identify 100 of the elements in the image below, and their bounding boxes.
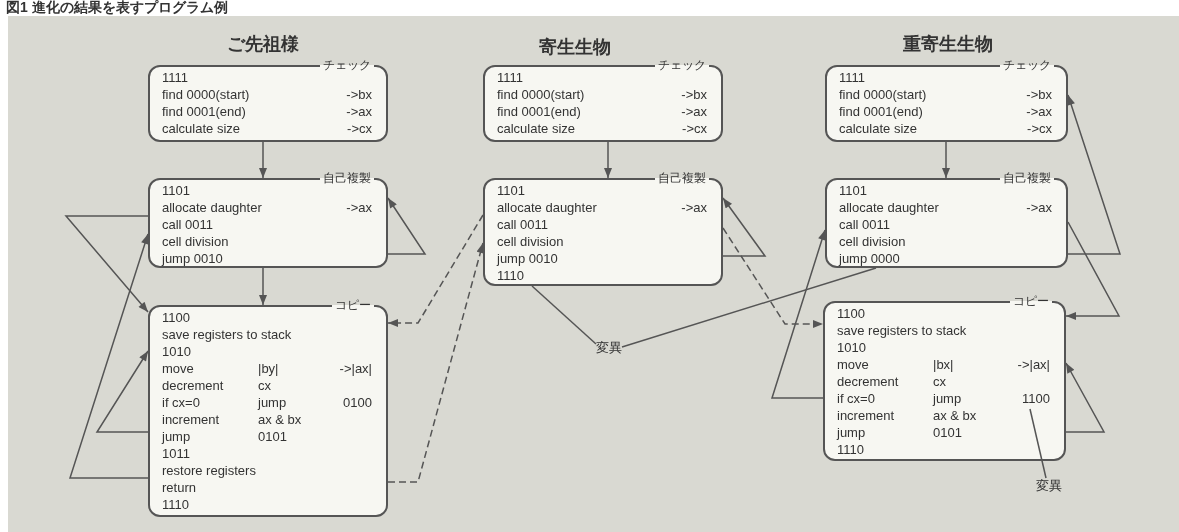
code-text: ->cx (682, 121, 707, 137)
code-text: increment (837, 408, 895, 424)
code-text: 0100 (343, 395, 372, 411)
section-label: 自己複製 (320, 170, 374, 186)
callout-label: 変異 (1036, 478, 1062, 494)
code-text: 1100 (1022, 391, 1050, 407)
code-text: find 0001(end) (162, 104, 246, 120)
section-label: 自己複製 (1000, 170, 1054, 186)
code-text: ->|ax| (1017, 357, 1050, 373)
code-text: ->bx (1026, 87, 1052, 103)
code-text: calculate size (839, 121, 918, 137)
code-text: 1010 (837, 340, 866, 356)
leader-line (1029, 408, 1047, 479)
code-text: move (837, 357, 869, 373)
code-text: increment (162, 412, 220, 428)
arrow (259, 141, 267, 179)
code-text: ->ax (681, 104, 707, 120)
code-text: cell division (839, 234, 906, 250)
arrow (1065, 221, 1121, 320)
figure-title: 図1 進化の結果を表すプログラム例 (6, 0, 228, 15)
code-text: calculate size (497, 121, 576, 137)
code-text: 1111 (162, 70, 189, 86)
code-text: jump (258, 395, 287, 411)
code-text: |by| (258, 361, 279, 377)
code-text: allocate daughter (162, 200, 262, 216)
code-text: ->ax (681, 200, 707, 216)
arrow (1067, 94, 1122, 255)
code-text: call 0011 (839, 217, 891, 233)
code-text: if cx=0 (837, 391, 875, 407)
code-text: ->ax (1026, 200, 1052, 216)
section-label: コピー (332, 297, 374, 313)
callout-label: 変異 (596, 340, 622, 356)
code-text: 1101 (497, 183, 525, 199)
code-text: find 0000(start) (839, 87, 927, 103)
code-text: cell division (162, 234, 229, 250)
code-text: find 0000(start) (497, 87, 585, 103)
code-text: jump 0010 (162, 251, 223, 267)
code-text: jump (837, 425, 866, 441)
arrow (387, 197, 427, 255)
arrow (1065, 362, 1106, 433)
code-text: jump (933, 391, 962, 407)
code-text: 0101 (933, 425, 962, 441)
code-text: 1110 (497, 268, 524, 284)
code-text: jump (162, 429, 191, 445)
code-text: ->cx (347, 121, 372, 137)
section-label: チェック (655, 57, 709, 73)
code-text: ax & bx (933, 408, 977, 424)
code-text: 1010 (162, 344, 191, 360)
section-label: 自己複製 (655, 170, 709, 186)
code-text: call 0011 (162, 217, 214, 233)
code-text: save registers to stack (162, 327, 292, 343)
dashed-arrow (722, 227, 824, 328)
section-label: チェック (1000, 57, 1054, 73)
code-text: ->cx (1027, 121, 1052, 137)
arrow (259, 267, 267, 306)
code-text: ->|ax| (339, 361, 372, 377)
code-text: save registers to stack (837, 323, 967, 339)
code-text: allocate daughter (497, 200, 597, 216)
arrow (942, 141, 950, 179)
arrow (722, 197, 767, 257)
code-text: allocate daughter (839, 200, 939, 216)
code-text: 1110 (837, 442, 864, 458)
section-label: チェック (320, 57, 374, 73)
code-text: find 0000(start) (162, 87, 250, 103)
code-text: 1110 (162, 497, 189, 513)
code-text: restore registers (162, 463, 256, 479)
code-text: cx (258, 378, 271, 394)
code-text: 1101 (162, 183, 190, 199)
code-text: jump 0000 (839, 251, 900, 267)
code-text: 1100 (162, 310, 190, 326)
code-text: find 0001(end) (497, 104, 581, 120)
code-text: return (162, 480, 196, 496)
code-text: ax & bx (258, 412, 302, 428)
code-text: ->ax (346, 200, 372, 216)
leader-line (531, 285, 597, 345)
code-text: ->ax (346, 104, 372, 120)
code-text: cell division (497, 234, 564, 250)
code-text: 0101 (258, 429, 287, 445)
code-text: 1100 (837, 306, 865, 322)
code-text: cx (933, 374, 946, 390)
code-text: if cx=0 (162, 395, 200, 411)
code-text: calculate size (162, 121, 241, 137)
arrow (95, 350, 149, 433)
arrow (770, 229, 826, 399)
leader-line (621, 267, 877, 348)
code-text: 1111 (497, 70, 524, 86)
code-text: find 0001(end) (839, 104, 923, 120)
arrow (68, 233, 149, 479)
code-text: ->ax (1026, 104, 1052, 120)
code-text: decrement (837, 374, 899, 390)
dashed-arrow (387, 214, 484, 327)
code-text: 1011 (162, 446, 190, 462)
code-text: ->bx (681, 87, 707, 103)
arrow (64, 215, 149, 313)
code-text: decrement (162, 378, 224, 394)
code-text: jump 0010 (497, 251, 558, 267)
section-label: コピー (1010, 293, 1052, 309)
code-text: 1101 (839, 183, 867, 199)
arrow (604, 141, 612, 179)
code-text: 1111 (839, 70, 866, 86)
